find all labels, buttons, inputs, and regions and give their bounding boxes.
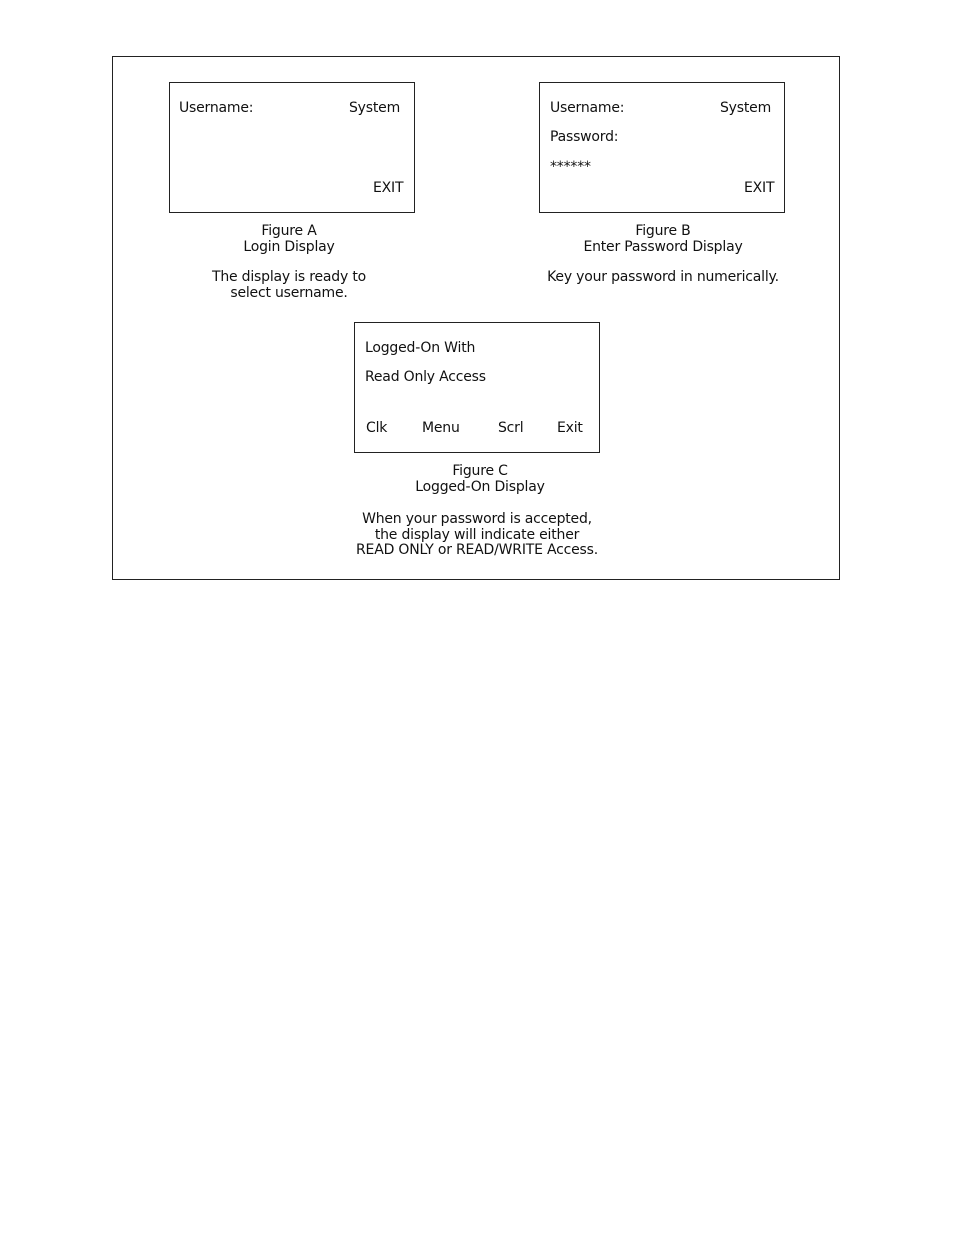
figure-c-line1: Logged-On With [365,340,476,356]
figure-c-softkey-scrl: Scrl [498,420,524,436]
figure-c-title: Figure C [452,463,508,479]
figure-a-subtitle: Login Display [243,238,335,255]
figure-c-logged-on-display [354,322,600,453]
figure-c-note-line1: When your password is accepted, [362,511,592,527]
figure-c-caption: Figure C Logged-On Display [357,463,603,495]
figure-a-caption: Figure A Login Display [169,223,409,255]
figure-b-note-line1: Key your password in numerically. [547,269,779,285]
figure-a-note: The display is ready to select username. [169,269,409,301]
figure-c-note-line3: READ ONLY or READ/WRITE Access. [356,542,598,558]
diagram-frame [112,56,840,580]
figure-c-softkey-menu: Menu [422,420,460,436]
figure-b-note: Key your password in numerically. [523,269,803,286]
figure-a-note-line2: select username. [230,284,348,301]
figure-a-title: Figure A [261,223,317,239]
figure-a-login-display [169,82,415,213]
figure-b-password-mask: ****** [550,159,591,175]
figure-a-exit-softkey: EXIT [373,180,404,196]
figure-c-line2: Read Only Access [365,369,486,385]
figure-a-username-label: Username: [179,100,254,116]
figure-a-username-value: System [349,100,401,116]
figure-b-title: Figure B [635,223,691,239]
figure-c-subtitle: Logged-On Display [415,478,545,495]
figure-c-softkey-clk: Clk [366,420,388,436]
figure-b-caption: Figure B Enter Password Display [533,223,793,255]
figure-b-subtitle: Enter Password Display [583,238,743,255]
figure-b-exit-softkey: EXIT [744,180,775,196]
figure-b-password-label: Password: [550,129,619,145]
figure-c-note: When your password is accepted, the disp… [337,511,617,559]
figure-c-softkey-exit: Exit [557,420,583,436]
figure-c-note-line2: the display will indicate either [374,526,580,543]
figure-b-username-label: Username: [550,100,625,116]
figure-a-note-line1: The display is ready to [211,269,366,285]
figure-b-password-display [539,82,785,213]
figure-b-username-value: System [720,100,772,116]
